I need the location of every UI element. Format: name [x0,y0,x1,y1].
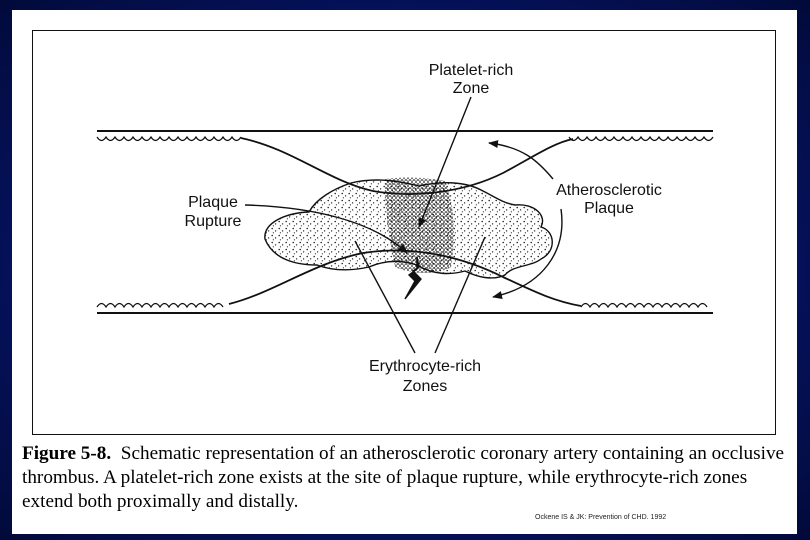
rupture-label-line2: Rupture [185,213,242,230]
figure-label: Figure 5-8. [22,443,112,464]
rupture-label-line1: Plaque [188,194,238,211]
athero-label-line2: Plaque [584,200,634,217]
rupture-crack [404,256,422,300]
endothelium-bottom-left [96,302,224,309]
figure-caption: Figure 5-8. Schematic representation of … [22,442,792,514]
content-panel: Platelet-rich Zone Atherosclerotic Plaqu… [12,10,797,534]
source-credit: Ockene IS & JK: Prevention of CHD. 1992 [535,514,667,521]
caption-text: Schematic representation of an atheroscl… [22,443,785,512]
erythro-line-left [354,240,416,354]
erythro-label-line2: Zones [403,378,447,395]
erythro-line-right [434,236,486,354]
endothelium-top-left [96,135,242,142]
erythro-label-line1: Erythrocyte-rich [369,358,481,375]
athero-arrow-top [488,140,554,180]
endothelium-top-right [568,135,714,142]
athero-arrow-bottom [492,208,563,299]
artery-diagram: Platelet-rich Zone Atherosclerotic Plaqu… [96,62,714,395]
athero-label-line1: Atherosclerotic [556,182,662,199]
rupture-arrow [244,204,408,254]
platelet-label-line2: Zone [453,80,490,97]
diagram-frame: Platelet-rich Zone Atherosclerotic Plaqu… [32,30,776,435]
platelet-arrow [418,96,472,228]
platelet-label-line1: Platelet-rich [429,62,513,79]
endothelium-bottom-right [580,302,708,309]
